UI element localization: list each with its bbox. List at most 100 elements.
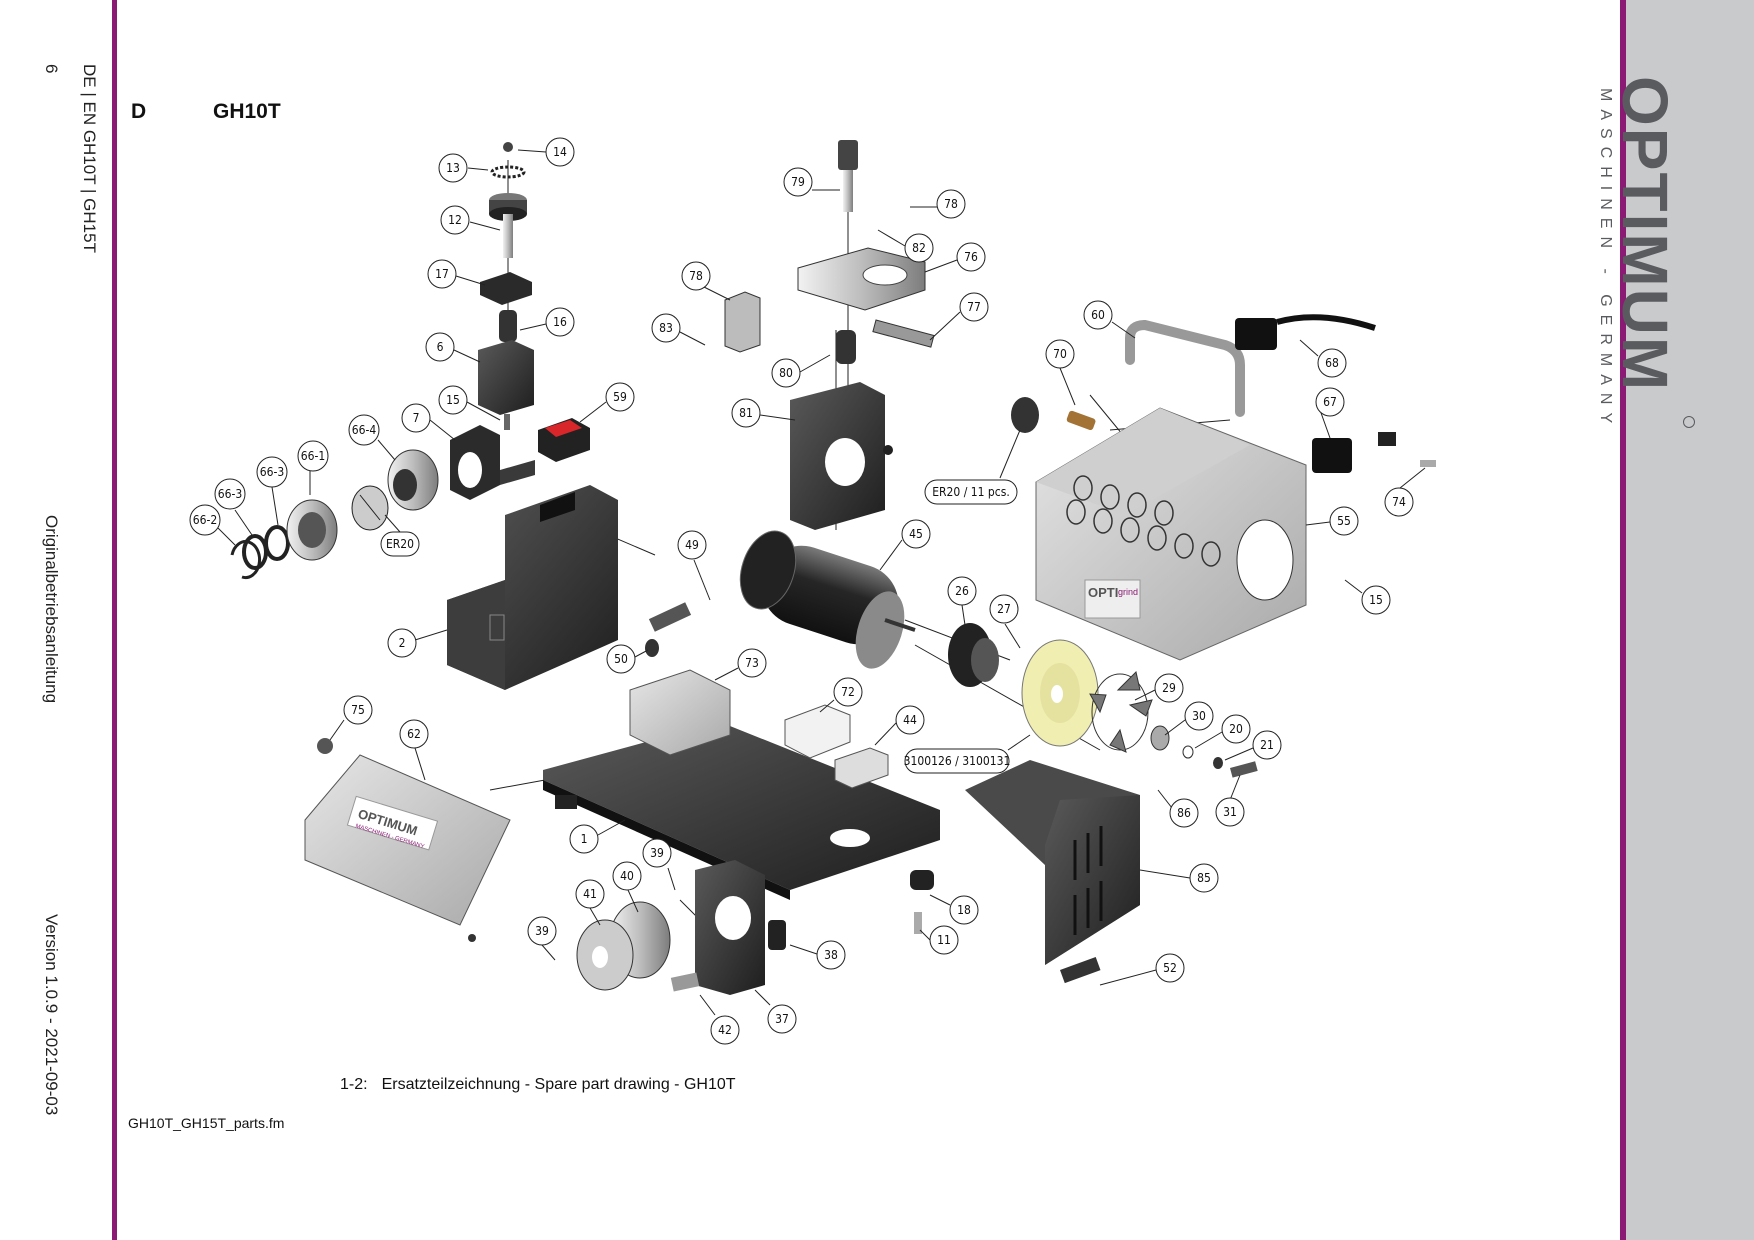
svg-text:31: 31 (1223, 805, 1237, 819)
callout-49: 49 (677, 530, 711, 601)
motor (645, 530, 916, 669)
svg-text:30: 30 (1192, 709, 1206, 723)
callout-75: 75 (329, 695, 373, 741)
svg-text:16: 16 (553, 315, 567, 329)
wheel-assembly (948, 623, 1258, 778)
left-margin-stripe (112, 0, 117, 1240)
svg-text:29: 29 (1162, 681, 1176, 695)
svg-text:3100126 / 3100131: 3100126 / 3100131 (904, 754, 1011, 768)
svg-text:81: 81 (739, 406, 753, 420)
svg-text:79: 79 (791, 175, 805, 189)
callout-83: 83 (651, 313, 706, 346)
svg-text:1: 1 (581, 832, 588, 846)
svg-text:49: 49 (685, 538, 699, 552)
callout-39a: 39 (642, 838, 676, 891)
svg-text:62: 62 (407, 727, 421, 741)
callout-er20: ER20 (380, 514, 420, 557)
callout-13: 13 (438, 153, 489, 183)
callout-1: 1 (569, 819, 626, 854)
svg-text:41: 41 (583, 887, 597, 901)
svg-text:37: 37 (775, 1012, 789, 1026)
svg-text:72: 72 (841, 685, 855, 699)
callout-29: 29 (1134, 673, 1184, 703)
base-housing (447, 485, 618, 690)
svg-text:68: 68 (1325, 356, 1339, 370)
svg-text:27: 27 (997, 602, 1011, 616)
callout-12: 12 (440, 205, 501, 235)
svg-text:15: 15 (446, 393, 460, 407)
svg-text:45: 45 (909, 527, 923, 541)
motor-cover (910, 760, 1140, 984)
svg-text:7: 7 (413, 411, 420, 425)
head-block (724, 140, 935, 530)
callout-66-1: 66-1 (297, 440, 329, 495)
callout-78a: 78 (681, 261, 731, 301)
svg-text:26: 26 (955, 584, 969, 598)
registered-mark-icon (1683, 416, 1695, 428)
svg-text:66-2: 66-2 (193, 513, 218, 527)
callout-81: 81 (731, 398, 796, 428)
svg-text:76: 76 (964, 250, 978, 264)
callout-40: 40 (612, 861, 642, 913)
svg-text:80: 80 (779, 366, 793, 380)
figure-number: 1-2: (340, 1076, 368, 1093)
callout-73: 73 (714, 648, 767, 681)
svg-text:42: 42 (718, 1023, 732, 1037)
svg-text:6: 6 (437, 340, 444, 354)
svg-text:78: 78 (689, 269, 703, 283)
callout-45: 45 (879, 519, 931, 571)
callout-66-2: 66-2 (189, 504, 236, 546)
svg-text:ER20: ER20 (386, 537, 414, 551)
svg-text:39: 39 (650, 846, 664, 860)
callout-39b: 39 (527, 916, 557, 961)
svg-text:73: 73 (745, 656, 759, 670)
guard-label-opti: OPTI (1088, 585, 1118, 600)
callout-66-3a: 66-3 (214, 478, 253, 536)
svg-text:77: 77 (967, 300, 981, 314)
wheel-guard: OPTI grind (1035, 407, 1307, 661)
svg-text:17: 17 (435, 267, 449, 281)
brand-stripe (1620, 0, 1626, 1240)
svg-text:82: 82 (912, 241, 926, 255)
svg-text:39: 39 (535, 924, 549, 938)
svg-text:38: 38 (824, 948, 838, 962)
callout-11: 11 (919, 925, 959, 955)
svg-text:14: 14 (553, 145, 567, 159)
clamp-assembly (450, 142, 535, 500)
svg-text:66-4: 66-4 (352, 423, 377, 437)
callout-16: 16 (519, 307, 575, 337)
callout-15b: 15 (1344, 579, 1391, 615)
callout-77: 77 (929, 292, 989, 341)
callout-6: 6 (425, 332, 481, 363)
callout-er20-set: ER20 / 11 pcs. (924, 429, 1021, 505)
tail-block (576, 860, 786, 995)
rocker-switch (538, 418, 590, 462)
collet-case (1066, 410, 1096, 431)
svg-text:67: 67 (1323, 395, 1337, 409)
callout-41: 41 (575, 879, 605, 926)
svg-text:44: 44 (903, 713, 917, 727)
svg-text:70: 70 (1053, 347, 1067, 361)
svg-text:75: 75 (351, 703, 365, 717)
callout-17: 17 (427, 259, 486, 289)
callout-86: 86 (1157, 789, 1199, 828)
callout-72: 72 (819, 677, 863, 713)
callout-76: 76 (924, 242, 986, 273)
callout-38: 38 (789, 940, 846, 970)
callout-80: 80 (771, 354, 831, 388)
callout-66-4: 66-4 (348, 414, 396, 461)
section-letter: D (131, 100, 147, 123)
svg-text:18: 18 (957, 903, 971, 917)
callout-21: 21 (1224, 730, 1282, 761)
callout-30: 30 (1164, 701, 1214, 736)
svg-text:66-1: 66-1 (301, 449, 326, 463)
callout-52: 52 (1099, 953, 1185, 986)
callout-31: 31 (1215, 774, 1245, 827)
svg-text:13: 13 (446, 161, 460, 175)
svg-text:60: 60 (1091, 308, 1105, 322)
figure-caption-text: Ersatzteilzeichnung - Spare part drawing… (381, 1076, 736, 1093)
section-title: GH10T (213, 100, 281, 123)
svg-text:66-3: 66-3 (218, 487, 243, 501)
